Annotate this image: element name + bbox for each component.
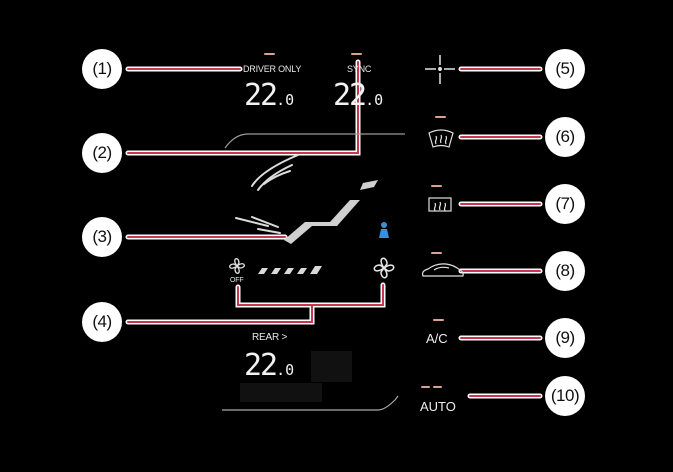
front-defrost-icon [428, 129, 454, 148]
windshield-airflow-icon [251, 154, 299, 191]
ac-button[interactable]: A/C [426, 331, 448, 346]
fan-max-icon [373, 257, 395, 279]
callout-5: (5) [545, 49, 585, 89]
rear-button[interactable]: REAR > [252, 332, 288, 343]
callout-6: (6) [545, 117, 585, 157]
rear-defrost-indicator [431, 185, 442, 187]
front-defrost-indicator [435, 116, 446, 118]
sync-indicator [351, 53, 362, 55]
fan-speed-segment [258, 268, 268, 274]
leader-lines [125, 59, 543, 399]
driver-only-button[interactable]: DRIVER ONLY [243, 64, 302, 74]
callout-9: (9) [545, 318, 585, 358]
auto-indicator-1 [421, 386, 430, 388]
recirculation-indicator [431, 252, 442, 254]
callout-10: (10) [545, 376, 585, 416]
rear-temp-decimal: .0 [276, 361, 295, 379]
driver-temp-decimal: .0 [276, 91, 295, 109]
callout-2: (2) [82, 133, 122, 173]
crosshair-icon [425, 55, 455, 84]
auto-button[interactable]: AUTO [420, 399, 456, 414]
rear-temp-whole: 22 [244, 348, 278, 383]
top-divider-line [224, 133, 405, 149]
driver-temperature[interactable]: 22.0 [244, 78, 294, 113]
person-icon [379, 222, 389, 238]
fan-speed-segment [271, 268, 281, 274]
car-recirculation-icon [421, 263, 464, 277]
rear-display-block [240, 383, 322, 402]
rear-defrost-icon [428, 197, 452, 212]
callout-8: (8) [545, 251, 585, 291]
fan-off-label: OFF [230, 277, 244, 284]
ac-indicator [433, 319, 444, 321]
callout-7: (7) [545, 184, 585, 224]
fan-speed-segment [297, 268, 307, 274]
driver-only-indicator [264, 53, 275, 55]
passenger-temp-whole: 22 [333, 78, 367, 113]
callout-3: (3) [82, 217, 122, 257]
auto-indicator-2 [433, 386, 442, 388]
face-airflow-icon [235, 216, 281, 234]
fan-off-icon [229, 258, 245, 274]
passenger-temp-decimal: .0 [365, 91, 384, 109]
fan-speed-segment [310, 266, 322, 274]
seat-airflow-icon [284, 180, 378, 244]
callout-4: (4) [82, 302, 122, 342]
driver-temp-whole: 22 [244, 78, 278, 113]
bottom-divider-line [222, 395, 399, 411]
fan-speed-segment [284, 268, 294, 274]
sync-button[interactable]: SYNC [347, 64, 372, 74]
fan-speed-bar [258, 266, 322, 274]
callout-1: (1) [82, 49, 122, 89]
rear-temperature[interactable]: 22.0 [244, 348, 294, 383]
passenger-temperature[interactable]: 22.0 [333, 78, 383, 113]
rear-display-block [311, 351, 352, 382]
